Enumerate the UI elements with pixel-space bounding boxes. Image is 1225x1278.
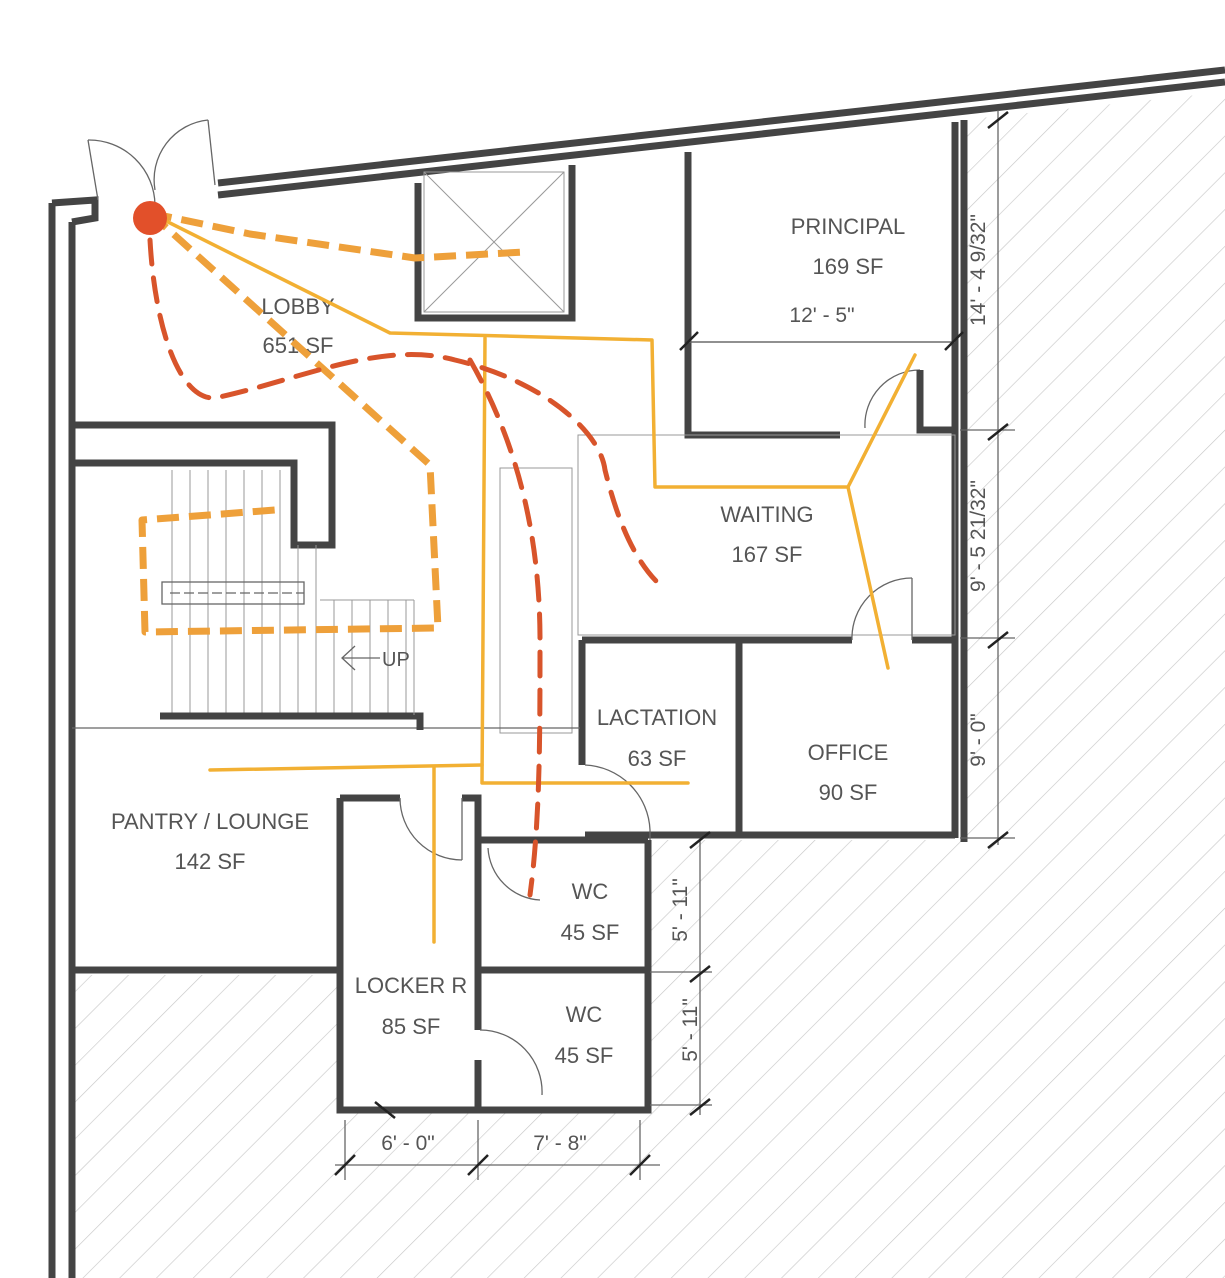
room-area-lactation: 63 SF (628, 746, 687, 771)
room-area-principal: 169 SF (813, 254, 884, 279)
room-name-lobby: LOBBY (261, 294, 335, 319)
stair-up-label: UP (382, 649, 410, 671)
room-labels: LOBBY 651 SF PRINCIPAL 169 SF WAITING 16… (111, 214, 905, 1068)
room-name-wc2: WC (566, 1002, 603, 1027)
dim-wc-lower: 5' - 11" (679, 998, 702, 1062)
shaft (414, 165, 576, 322)
origin-marker (133, 201, 167, 235)
room-name-pantry: PANTRY / LOUNGE (111, 809, 309, 834)
room-area-office: 90 SF (819, 780, 878, 805)
room-name-waiting: WAITING (720, 502, 813, 527)
dim-right-top: 14' - 4 9/32" (967, 214, 990, 326)
room-name-lactation: LACTATION (597, 705, 717, 730)
room-name-principal: PRINCIPAL (791, 214, 906, 239)
room-area-waiting: 167 SF (732, 542, 803, 567)
corridor-lines (72, 467, 580, 734)
room-area-locker: 85 SF (382, 1014, 441, 1039)
entry-door (87, 119, 216, 206)
dim-right-middle: 9' - 5 21/32" (967, 480, 990, 592)
dimension-lines (334, 110, 1015, 1180)
route-dashed-orange (138, 209, 526, 636)
principal-walls (684, 152, 955, 439)
dim-wc-upper: 5' - 11" (669, 878, 692, 942)
locker-wc-block (336, 794, 652, 1114)
interior-walls (577, 434, 956, 840)
room-name-wc1: WC (572, 879, 609, 904)
dim-right-bottom: 9' - 0" (967, 713, 990, 766)
dim-bottom-right: 7' - 8" (533, 1132, 586, 1155)
room-area-wc2: 45 SF (555, 1043, 614, 1068)
route-dashed-red (147, 237, 661, 898)
dim-principal-width: 12' - 5" (789, 304, 854, 327)
stair: UP (72, 421, 424, 730)
route-solid-yellow (148, 211, 917, 944)
dim-bottom-left: 6' - 0" (381, 1132, 434, 1155)
room-area-pantry: 142 SF (175, 849, 246, 874)
room-name-locker: LOCKER R (355, 973, 467, 998)
room-area-wc1: 45 SF (561, 920, 620, 945)
exterior-hatch (70, 92, 1225, 1278)
room-name-office: OFFICE (808, 740, 889, 765)
